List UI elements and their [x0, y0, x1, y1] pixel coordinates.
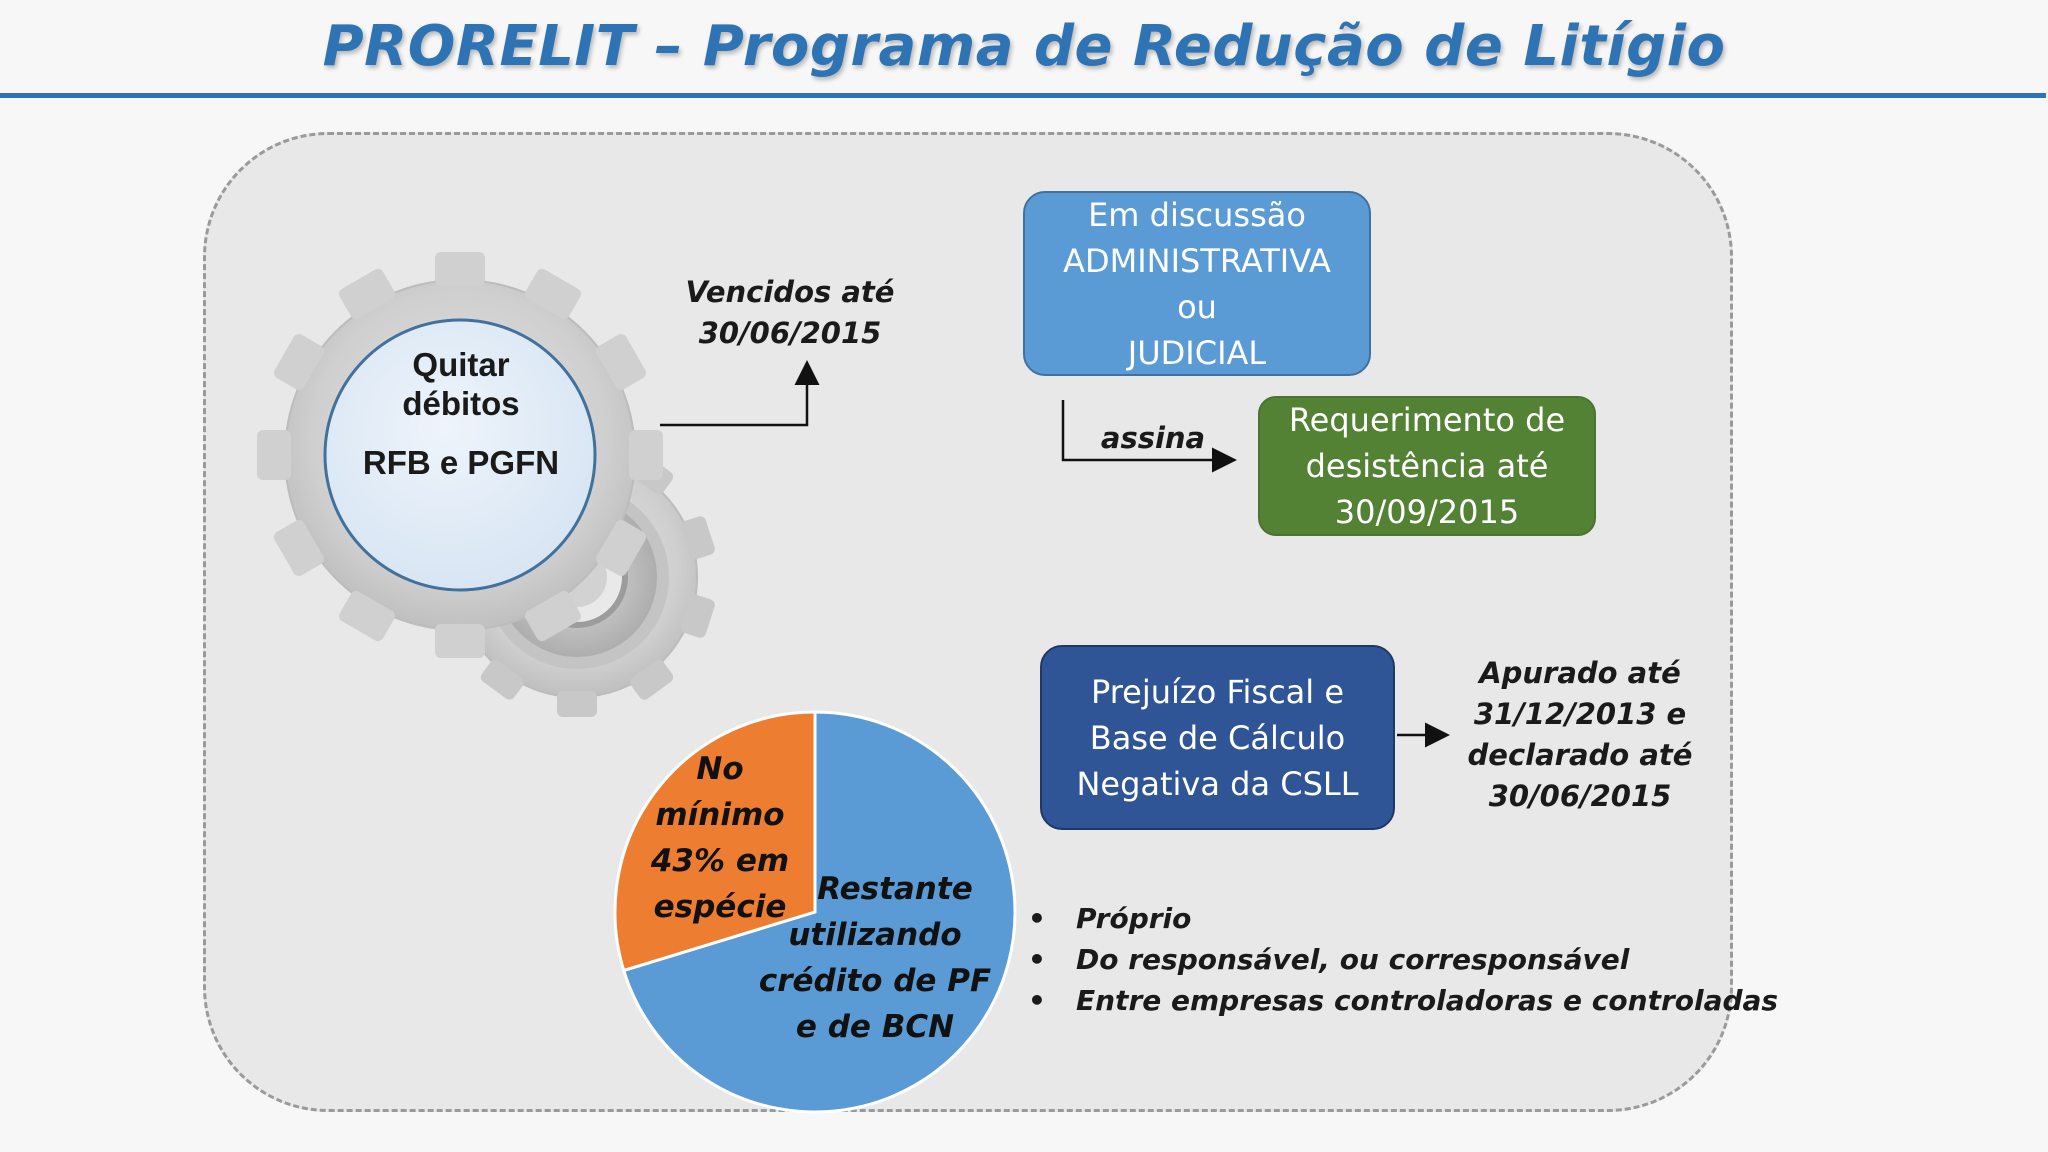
assina-connector-arrow — [1061, 400, 1237, 473]
bullet-list: • Próprio • Do responsável, ou corresponsá… — [1028, 898, 1778, 1021]
bullet-icon: • — [1028, 902, 1046, 935]
bullet-icon: • — [1028, 943, 1046, 976]
admin-box-line2: ADMINISTRATIVA — [1063, 241, 1331, 280]
gear-tooth — [596, 520, 647, 576]
pie-slice-especie — [613, 710, 817, 973]
prejuizo-fiscal-box: Prejuízo Fiscal e Base de Cálculo Negati… — [1040, 645, 1395, 830]
gear-tooth — [435, 624, 485, 658]
gear-tooth — [680, 594, 715, 638]
gear-tooth — [339, 591, 395, 642]
requerimento-box: Requerimento de desistência até 30/09/20… — [1258, 396, 1596, 536]
bullet-text: Entre empresas controladoras e controlad… — [1076, 984, 1779, 1017]
gear-tooth — [273, 520, 324, 576]
gear-tooth — [557, 691, 597, 717]
pie-restante-line3: crédito de PF — [758, 963, 992, 999]
req-box-line1: Requerimento de — [1288, 401, 1566, 439]
gear-tooth — [257, 430, 291, 480]
pie-chart — [613, 710, 1017, 1114]
vencidos-label: Vencidos até 30/06/2015 — [680, 272, 900, 354]
title-divider — [0, 93, 2046, 98]
pie-especie-line2: mínimo — [655, 797, 785, 833]
gear-tooth — [525, 268, 581, 319]
vencidos-line1: Vencidos até — [685, 275, 895, 309]
apurado-line4: 30/06/2015 — [1488, 779, 1672, 813]
apurado-line2: 31/12/2013 e — [1473, 697, 1687, 731]
pie-label-restante: Restante utilizando crédito de PF e de B… — [755, 866, 995, 1050]
gear-label-line1: Quitar — [412, 346, 510, 383]
gear-tooth — [525, 591, 581, 642]
apurado-line3: declarado até — [1467, 738, 1693, 772]
assina-label: assina — [1100, 421, 1206, 455]
pie-especie-line3: 43% em — [650, 843, 790, 879]
list-item: • Do responsável, ou corresponsável — [1028, 939, 1778, 980]
pf-box-line3: Negativa da CSLL — [1076, 764, 1359, 803]
gear-label: Quitar débitos RFB e PGFN — [330, 345, 592, 482]
gear-tooth — [435, 252, 485, 286]
req-box-line2: desistência até — [1305, 447, 1549, 485]
list-item: • Entre empresas controladoras e controla… — [1028, 980, 1778, 1021]
gear-tooth — [596, 334, 647, 390]
list-item: • Próprio — [1028, 898, 1778, 939]
pie-restante-line2: utilizando — [788, 917, 962, 953]
pie-slice-restante — [621, 710, 1017, 1114]
apurado-label: Apurado até 31/12/2013 e declarado até 3… — [1455, 653, 1705, 817]
gear-tooth — [680, 516, 715, 560]
vencidos-connector-arrow — [660, 360, 820, 427]
page-title: PRORELIT – Programa de Redução de Litígi… — [322, 14, 1726, 79]
gear-tooth — [339, 268, 395, 319]
admin-judicial-box: Em discussão ADMINISTRATIVA ou JUDICIAL — [1023, 191, 1371, 376]
admin-box-line3: ou — [1177, 287, 1217, 326]
pie-especie-line4: espécie — [653, 889, 787, 925]
pie-label-especie: No mínimo 43% em espécie — [635, 746, 805, 930]
pf-box-line1: Prejuízo Fiscal e — [1090, 672, 1345, 711]
pie-especie-line1: No — [696, 751, 744, 787]
apurado-line1: Apurado até — [1479, 656, 1681, 690]
gear-label-line3: RFB e PGFN — [362, 444, 560, 481]
gear-label-line2: débitos — [402, 385, 520, 422]
large-gear-icon — [257, 252, 663, 658]
bullet-text: Do responsável, ou corresponsável — [1076, 943, 1630, 976]
gear-tooth — [629, 430, 663, 480]
vencidos-line2: 30/06/2015 — [698, 316, 882, 350]
bullet-icon: • — [1028, 984, 1046, 1017]
gear-tooth — [630, 659, 674, 700]
req-box-line3: 30/09/2015 — [1334, 493, 1520, 531]
pie-restante-line1: Restante — [817, 871, 973, 907]
admin-box-line1: Em discussão — [1088, 195, 1306, 234]
bullet-text: Próprio — [1076, 902, 1192, 935]
admin-box-line4: JUDICIAL — [1127, 333, 1267, 372]
gear-tooth — [480, 659, 524, 700]
pie-restante-line4: e de BCN — [795, 1009, 955, 1045]
pf-box-line2: Base de Cálculo — [1089, 718, 1346, 757]
gear-tooth — [273, 334, 324, 390]
